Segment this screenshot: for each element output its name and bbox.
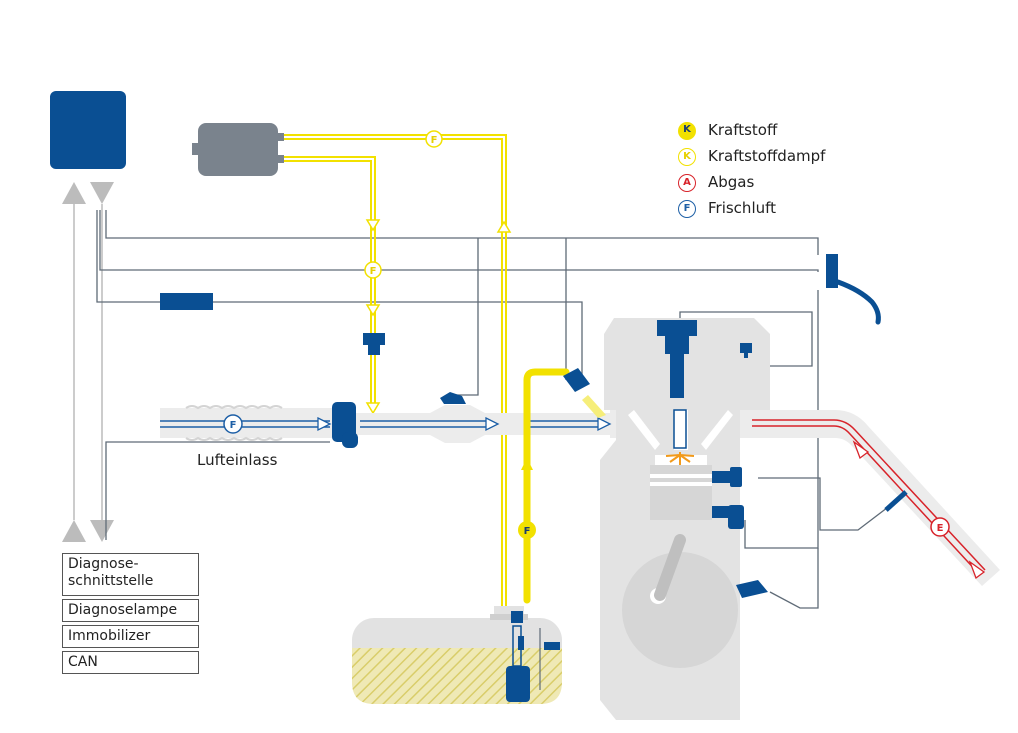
purge-valve [363,333,385,355]
air-flow-marker: F [223,414,243,434]
temperature-sensor [712,505,744,529]
knock-sensor [712,467,742,487]
fuel-arrow-up [521,458,533,470]
intake-pipe [160,405,640,443]
legend-label: Kraftstoffdampf [708,147,826,165]
air-arrow-2 [485,416,500,432]
svg-text:E: E [937,523,944,534]
accelerator-pedal [826,254,881,325]
legend-badge-exhaust: A [678,174,696,192]
fresh-air-flow [160,420,600,428]
speed-sensor [736,580,768,598]
engine-block [600,318,770,720]
legend-badge-fuel: K [678,122,696,140]
ignition-spark [665,452,695,465]
exhaust-arrow-1 [852,440,870,460]
air-arrow-1 [317,416,332,432]
svg-text:F: F [524,526,531,537]
sensor-module [160,293,213,310]
fuel-line [523,368,570,604]
diag-item-immobilizer: Immobilizer [62,625,199,648]
carbon-canister [192,123,284,176]
legend-badge-fuel-vapor: K [678,148,696,166]
svg-text:F: F [431,135,438,146]
vapor-arrow-down-2 [365,304,381,317]
diag-item-diagnose-schnittstelle: Diagnose- schnittstelle [62,553,199,596]
vapor-arrow-up [496,220,512,233]
air-mass-meter [332,402,358,448]
diag-item-diagnoselampe: Diagnoselampe [62,599,199,622]
svg-text:F: F [230,420,237,431]
fuel-flow-marker: F [518,521,536,539]
svg-text:F: F [370,266,377,277]
fuel-injector [563,368,606,418]
exhaust-flow [752,419,986,576]
legend-badge-fresh-air: F [678,200,696,218]
air-intake-label: Lufteinlass [197,451,278,469]
air-arrow-3 [597,416,612,432]
legend-label: Abgas [708,173,755,191]
exhaust-flow-marker: E [930,517,950,537]
camshaft-sensor [740,343,752,358]
fuel-tank [352,606,562,704]
exhaust-arrow-2 [968,560,986,580]
legend-label: Kraftstoff [708,121,778,139]
diagnostic-interface-list: Diagnose- schnittstelle Diagnoselampe Im… [62,553,199,677]
vapor-arrow-down-1 [365,219,381,232]
fuel-vapor-lines [284,134,507,610]
exhaust-pipe [740,410,1000,586]
ecu-diagnostic-bus-arrows [62,182,114,542]
lambda-sensor [884,490,908,512]
diag-item-can: CAN [62,651,199,674]
ignition-coil [657,320,697,449]
vapor-flow-marker-1: F [425,130,443,148]
legend-label: Frischluft [708,199,777,217]
vapor-arrow-down-3 [365,402,381,415]
throttle-valve [440,392,466,404]
vapor-flow-marker-2: F [364,261,382,279]
ecu-control-unit [50,91,126,169]
